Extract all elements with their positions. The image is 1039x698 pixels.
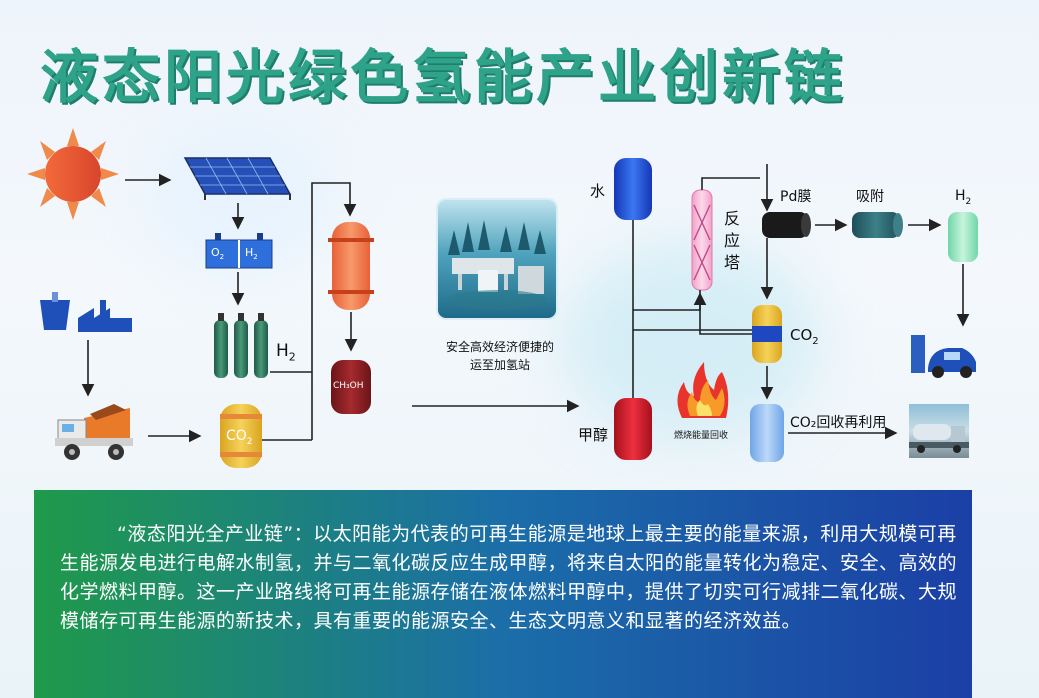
- methanol-reactor-icon: [328, 222, 374, 310]
- h2-electrolyzer-label: H2: [245, 246, 258, 262]
- reactor-tower-icon: [691, 189, 713, 291]
- hydrogen-cylinders-icon: [214, 313, 268, 378]
- co2-recovered-tank-icon: [750, 404, 784, 462]
- electrolyzer-icon: [205, 233, 273, 269]
- flame-icon: [677, 362, 729, 418]
- fuel-cell-car-icon: [911, 335, 976, 378]
- tanker-truck-image: [909, 404, 969, 458]
- water-label: 水: [590, 182, 606, 200]
- adsorption-label: 吸附: [856, 189, 884, 205]
- combustion-label: 燃烧能量回收: [674, 431, 729, 441]
- methanol-label: 甲醇: [578, 426, 609, 444]
- solar-panel-icon: [183, 157, 292, 200]
- reactor-tower-label: 反应塔: [724, 209, 741, 272]
- water-tank-icon: [614, 158, 652, 220]
- pd-membrane-icon: [762, 212, 811, 238]
- station-caption: 安全高效经济便捷的运至加氢站: [445, 340, 554, 372]
- description-panel: [34, 490, 972, 698]
- description-text: “液态阳光全产业链”：以太阳能为代表的可再生能源是地球上最主要的能量来源，利用大…: [60, 523, 958, 632]
- co2-label: CO2: [790, 326, 819, 347]
- methanol-tank-icon: [614, 398, 652, 460]
- co2-capture-tank-icon: [752, 305, 782, 363]
- pd-membrane-label: Pd膜: [780, 189, 812, 205]
- co2-tank-icon: [220, 404, 262, 468]
- dump-truck-icon: [55, 404, 133, 460]
- factory-icon: [40, 292, 132, 332]
- page-title: 液态阳光绿色氢能产业创新链: [40, 43, 847, 111]
- h2-product-label: H2: [955, 188, 972, 207]
- h2-label: H2: [276, 341, 296, 364]
- hydrogen-station-image: [438, 200, 556, 318]
- methanol-formula-label: CH₃OH: [333, 381, 364, 391]
- sun-icon: [27, 128, 119, 220]
- o2-label: O2: [211, 246, 225, 262]
- co2-recycle-label: CO₂回收再利用: [790, 415, 887, 431]
- adsorption-icon: [852, 212, 903, 238]
- co2-tank-label: CO2: [226, 428, 253, 447]
- methanol-storage-icon: [331, 360, 371, 414]
- hydrogen-product-icon: [948, 212, 978, 262]
